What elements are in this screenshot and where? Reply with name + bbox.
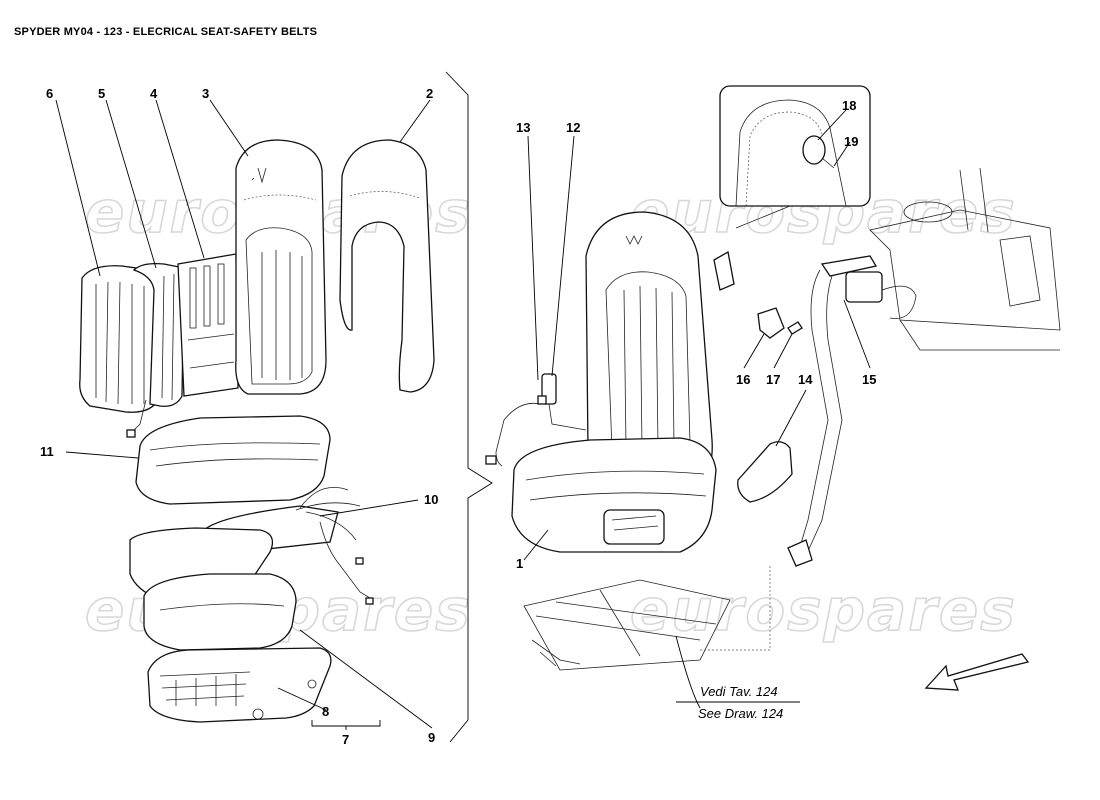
back-frame-4 [177, 253, 239, 397]
leader-lines [55, 99, 871, 729]
inset-detail [719, 85, 871, 229]
callout-numbers: 6 5 4 3 2 11 10 9 8 7 1 13 12 14 15 16 1… [40, 86, 876, 747]
reference-note-it: Vedi Tav. 124 [700, 684, 778, 699]
back-foam-5 [132, 262, 185, 407]
seat-cushion-11 [135, 415, 331, 505]
callout-7: 7 [342, 732, 349, 747]
seat-frame-8 [147, 647, 332, 723]
belt-retractor-15 [787, 255, 917, 567]
callout-2: 2 [426, 86, 433, 101]
rear-shell-2 [339, 139, 435, 393]
pad-9 [129, 527, 297, 651]
callout-10: 10 [424, 492, 438, 507]
callout-18: 18 [842, 98, 856, 113]
watermark-text: eurospares [630, 576, 1017, 644]
section-divider [445, 71, 493, 743]
callout-13: 13 [516, 120, 530, 135]
callout-12: 12 [566, 120, 580, 135]
callout-11: 11 [40, 444, 54, 459]
callout-8: 8 [322, 704, 329, 719]
seat-rail-frame [523, 579, 731, 671]
direction-arrow-icon [924, 653, 1030, 691]
callout-14: 14 [798, 372, 813, 387]
callout-4: 4 [150, 86, 158, 101]
belt-guide-16 [757, 307, 803, 339]
callout-3: 3 [202, 86, 209, 101]
diagram-title: SPYDER MY04 - 123 - ELECRICAL SEAT-SAFET… [14, 26, 318, 38]
bracket-7 [311, 720, 381, 730]
callout-9: 9 [428, 730, 435, 745]
callout-5: 5 [98, 86, 105, 101]
reference-note-en: See Draw. 124 [698, 706, 783, 721]
seat-belt-buckle [485, 373, 587, 467]
car-structure [869, 167, 1061, 351]
callout-1: 1 [516, 556, 523, 571]
back-panel-6 [79, 265, 161, 438]
callout-16: 16 [736, 372, 750, 387]
callout-17: 17 [766, 372, 780, 387]
callout-6: 6 [46, 86, 53, 101]
callout-15: 15 [862, 372, 876, 387]
back-cover-3 [235, 139, 327, 395]
trim-cover-14 [737, 441, 793, 503]
assembled-seat-1 [511, 211, 735, 553]
callout-19: 19 [844, 134, 858, 149]
